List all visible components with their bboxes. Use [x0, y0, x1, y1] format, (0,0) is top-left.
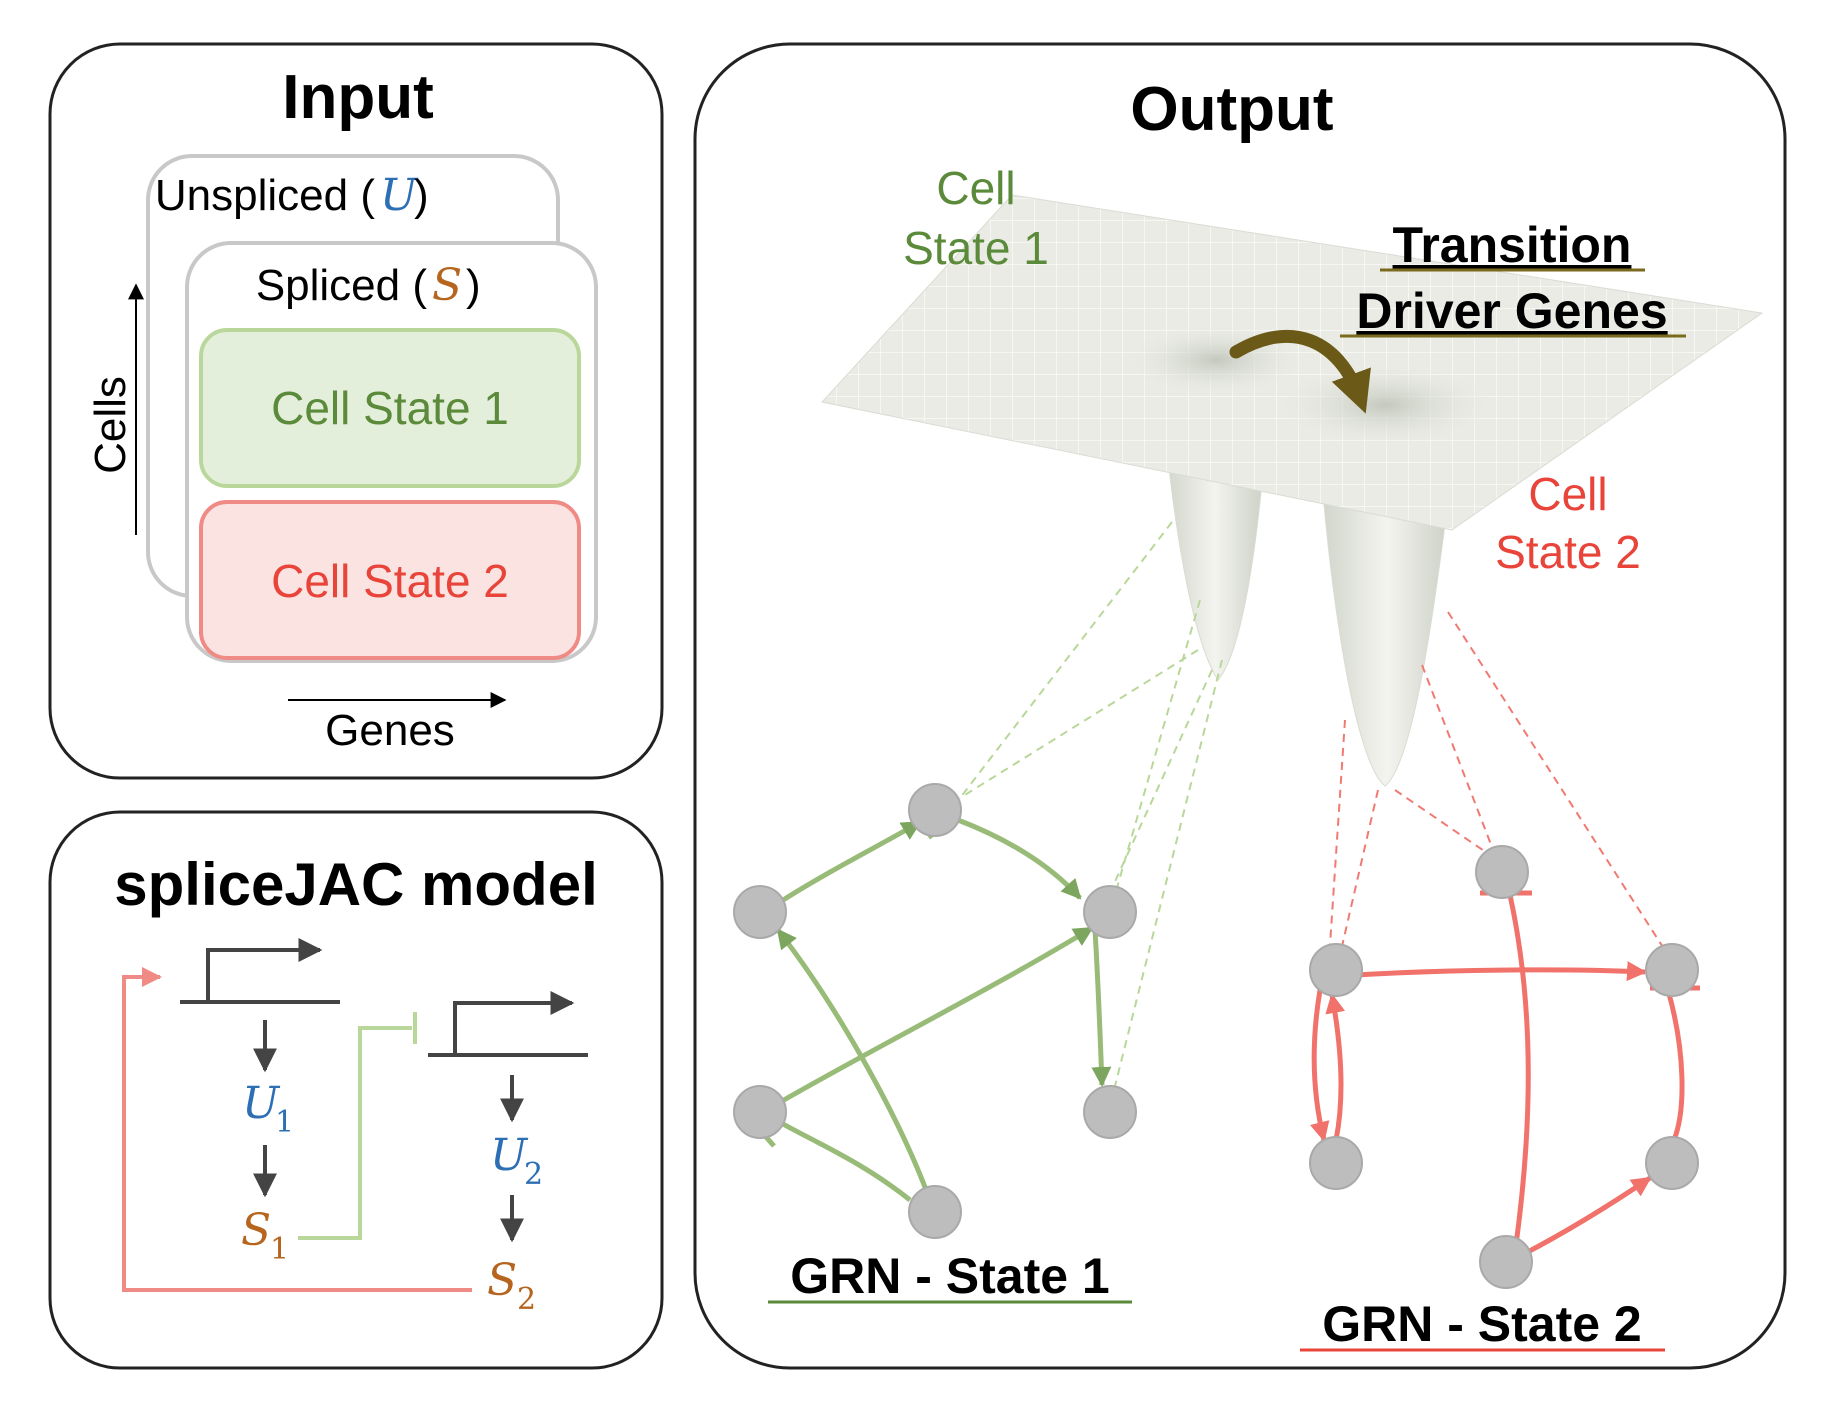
input-title: Input [282, 63, 434, 132]
gene2-promoter-arrow [453, 991, 575, 1055]
grn2-node-bottom [1479, 1235, 1533, 1289]
grn1-node-left-upper [733, 885, 787, 939]
grn2-edges [1309, 890, 1700, 1258]
gene1-promoter-arrow [206, 938, 323, 1002]
u2-symbol: U [490, 1130, 529, 1181]
input-panel: Input Unspliced ( U ) Spliced ( S ) Cell… [48, 42, 664, 780]
transition-label-line2: Driver Genes [1356, 283, 1667, 339]
spliced-label: Spliced ( [256, 261, 428, 310]
model-panel: spliceJAC model U 1 S 1 U 2 S 2 [48, 810, 664, 1370]
grn2-node-right-upper [1645, 943, 1699, 997]
u2-subscript: 2 [524, 1157, 543, 1192]
cell-state-2-text: Cell State 2 [271, 555, 509, 607]
cell-state-1-text: Cell State 1 [271, 382, 509, 434]
grn2-node-left-upper [1309, 943, 1363, 997]
landscape-basin-2 [1275, 363, 1495, 447]
spliced-close: ) [466, 261, 481, 310]
s1-symbol: S [241, 1205, 271, 1256]
s2-subscript: 2 [517, 1282, 536, 1317]
grn2-nodes [1309, 845, 1699, 1289]
u1-subscript: 1 [275, 1105, 294, 1140]
unspliced-symbol: U [380, 170, 419, 221]
cell-state-2-label-line1: Cell [1528, 468, 1607, 520]
unspliced-close: ) [414, 171, 429, 220]
grn2-node-left-lower [1309, 1136, 1363, 1190]
state2-projection-lines [1329, 611, 1669, 956]
spliced-symbol: S [432, 260, 462, 311]
s1-inhibition-line [298, 1026, 412, 1240]
grn-state-1-label: GRN - State 1 [790, 1248, 1110, 1304]
s2-activation-line [122, 967, 472, 1292]
transition-label-line1: Transition [1393, 217, 1632, 273]
grn-state-2-label: GRN - State 2 [1322, 1296, 1642, 1352]
cell-state-2-label-line2: State 2 [1495, 526, 1641, 578]
grn1-node-right-upper [1083, 885, 1137, 939]
grn1-node-bottom [908, 1185, 962, 1239]
unspliced-label: Unspliced ( [155, 171, 375, 220]
cells-axis-label: Cells [86, 376, 135, 474]
output-title: Output [1130, 75, 1333, 144]
u1-symbol: U [242, 1078, 281, 1129]
grn2-node-right-lower [1645, 1136, 1699, 1190]
grn1-node-left-lower [733, 1085, 787, 1139]
genes-axis-label: Genes [325, 706, 455, 755]
grn1-nodes [733, 783, 1137, 1239]
grn1-node-right-lower [1083, 1085, 1137, 1139]
state1-projection-lines [959, 521, 1223, 1099]
grn1-node-top [908, 783, 962, 837]
grn2-node-top [1475, 845, 1529, 899]
model-title: spliceJAC model [114, 851, 598, 918]
cell-state-1-label-line1: Cell [936, 162, 1015, 214]
s1-subscript: 1 [270, 1232, 289, 1267]
cell-state-2-box [199, 500, 581, 660]
cell-state-1-box [199, 328, 581, 488]
output-panel: Output Cell State 1 Cell State 2 Transit… [693, 42, 1787, 1370]
cell-state-1-label-line2: State 1 [903, 222, 1049, 274]
transition-arrow [1229, 329, 1371, 414]
s2-symbol: S [487, 1255, 517, 1306]
